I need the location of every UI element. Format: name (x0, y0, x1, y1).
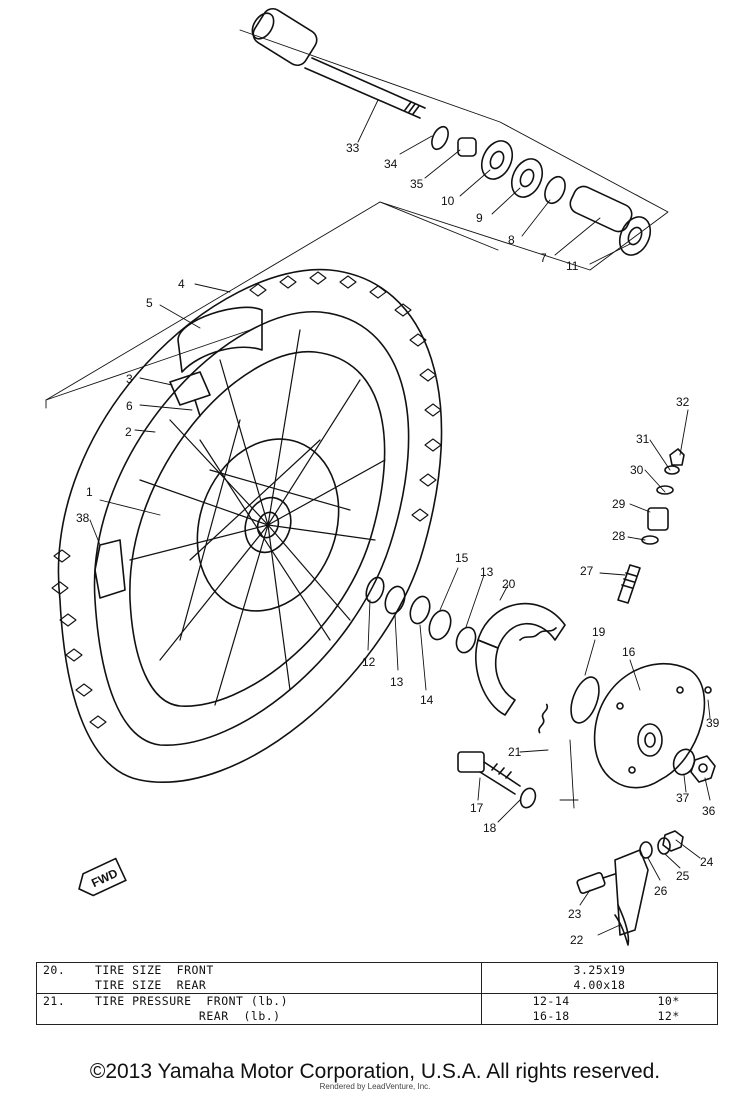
spec-value-alt: 12* (620, 1009, 719, 1025)
callout-1: 1 (86, 485, 93, 499)
callout-4: 4 (178, 277, 185, 291)
spec-value: 12-14 (481, 993, 621, 1009)
callout-36: 36 (702, 804, 716, 818)
spec-value: 4.00x18 (481, 978, 718, 994)
callout-17: 17 (470, 801, 484, 815)
spec-description: TIRE PRESSURE FRONT (lb.) (89, 993, 482, 1009)
brake-shoe-part (475, 602, 566, 734)
assembly-guide-lines (45, 29, 669, 409)
callout-9: 9 (476, 211, 483, 225)
callout-8: 8 (508, 233, 515, 247)
callout-26: 26 (654, 884, 668, 898)
callout-21: 21 (508, 745, 522, 759)
cam-washer-part (519, 787, 537, 809)
callout-29: 29 (612, 497, 626, 511)
callout-11: 11 (566, 259, 579, 273)
callout-35: 35 (410, 177, 424, 191)
copyright-notice: ©2013 Yamaha Motor Corporation, U.S.A. A… (89, 1060, 661, 1083)
spec-item-number (36, 978, 89, 994)
exploded-parts-diagram: FWD 33 34 35 10 9 8 7 11 4 5 3 6 2 1 38 … (45, 7, 720, 947)
callout-32: 32 (676, 395, 690, 409)
spec-row: 20. TIRE SIZE FRONT 3.25x19 (36, 962, 718, 978)
callout-16: 16 (622, 645, 636, 659)
callout-7: 7 (540, 251, 547, 265)
callout-14: 14 (420, 693, 434, 707)
callout-6: 6 (126, 399, 133, 413)
callout-34: 34 (384, 157, 398, 171)
callout-28: 28 (612, 529, 626, 543)
spec-item-number: 21. (36, 993, 89, 1009)
spec-row: 21. TIRE PRESSURE FRONT (lb.) 12-14 10* (36, 993, 719, 1009)
spec-item-number: 20. (36, 962, 89, 978)
callout-19: 19 (592, 625, 606, 639)
callout-23: 23 (568, 907, 582, 921)
callout-10: 10 (441, 194, 455, 208)
callout-20: 20 (502, 577, 516, 591)
callout-30: 30 (630, 463, 644, 477)
callout-27: 27 (580, 564, 594, 578)
speedo-drive-stack (617, 448, 685, 604)
callout-25: 25 (676, 869, 690, 883)
tube-and-rim-band (169, 306, 263, 417)
forward-arrow-icon: FWD (78, 857, 127, 897)
brake-arm-assembly (576, 830, 684, 946)
wheel-assembly (51, 268, 443, 783)
axle-nut-and-washer (672, 686, 716, 783)
spec-value: 3.25x19 (481, 962, 718, 978)
callout-38: 38 (76, 511, 90, 525)
callout-39: 39 (706, 716, 720, 730)
spec-value: 16-18 (481, 1009, 621, 1025)
spec-description: TIRE SIZE FRONT (89, 962, 482, 978)
callout-33: 33 (346, 141, 360, 155)
callout-22: 22 (570, 933, 584, 947)
rim-lock-part (94, 539, 126, 599)
callout-13: 13 (390, 675, 404, 689)
axle-part (251, 7, 426, 119)
brake-cam-part (457, 751, 521, 795)
spec-description: REAR (lb.) (89, 1009, 482, 1025)
callout-5: 5 (146, 296, 153, 310)
callout-37: 37 (676, 791, 690, 805)
callout-15: 15 (455, 551, 469, 565)
callout-13b: 13 (480, 565, 494, 579)
spec-table: 20. TIRE SIZE FRONT 3.25x19 TIRE SIZE RE… (36, 962, 719, 1025)
hub-bearing-stack (431, 125, 652, 256)
callout-31: 31 (636, 432, 650, 446)
spec-description: TIRE SIZE REAR (89, 978, 482, 994)
callout-12: 12 (362, 655, 376, 669)
spec-row: REAR (lb.) 16-18 12* (36, 1009, 719, 1025)
brake-oring-part (570, 676, 600, 724)
callout-2: 2 (125, 425, 132, 439)
callout-leader-lines (89, 99, 711, 936)
spec-value-alt: 10* (620, 993, 719, 1009)
spec-row: TIRE SIZE REAR 4.00x18 (36, 978, 718, 994)
brake-plate-part (593, 662, 706, 789)
callout-24: 24 (700, 855, 714, 869)
render-credit: Rendered by LeadVenture, Inc. (319, 1082, 431, 1091)
callout-18: 18 (483, 821, 497, 835)
spec-item-number (36, 1009, 89, 1025)
callout-3: 3 (126, 372, 133, 386)
hub-seal-washers (365, 576, 477, 654)
